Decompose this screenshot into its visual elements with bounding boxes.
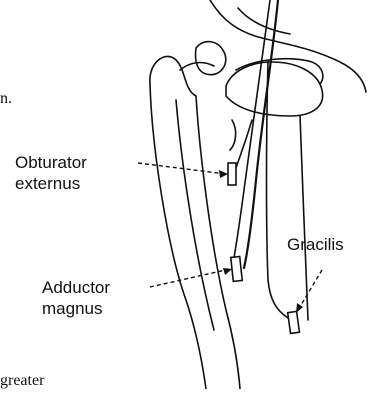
- femur-medial-edge: [196, 96, 240, 389]
- obturator-label-line1: Obturator: [15, 152, 87, 173]
- greater-trochanter: [150, 56, 196, 96]
- medial-thigh-outline: [300, 116, 308, 320]
- femur-lateral-edge: [150, 84, 206, 389]
- gracilis-nerve-branch: [267, 60, 289, 318]
- obturator-label-line2: externus: [15, 173, 87, 194]
- femoral-head: [195, 42, 225, 75]
- lesser-trochanter: [230, 120, 236, 150]
- cropped-text-fragment: n.: [0, 90, 12, 108]
- obturator-foramen: [226, 62, 323, 116]
- adductor-arrowhead: [223, 268, 232, 275]
- obturator-externus-label: Obturator externus: [15, 152, 87, 194]
- obturator-arrowhead: [219, 170, 228, 178]
- pelvis-inner: [238, 8, 290, 34]
- obturator-leader-line: [138, 163, 226, 174]
- gracilis-leader-line: [298, 270, 322, 310]
- obturator-externus-block: [228, 163, 236, 185]
- pelvis-outline: [210, 0, 366, 92]
- obturator-nerve-trunk: [244, 0, 278, 268]
- adductor-label-line1: Adductor: [42, 277, 110, 298]
- adductor-label-line2: magnus: [42, 298, 110, 319]
- gracilis-label: Gracilis: [287, 234, 344, 255]
- gracilis-block: [288, 311, 300, 333]
- adductor-magnus-label: Adductor magnus: [42, 277, 110, 319]
- cropped-text-fragment-bottom: greater: [0, 372, 44, 390]
- adductor-magnus-block: [231, 257, 242, 282]
- gracilis-arrowhead: [296, 303, 303, 313]
